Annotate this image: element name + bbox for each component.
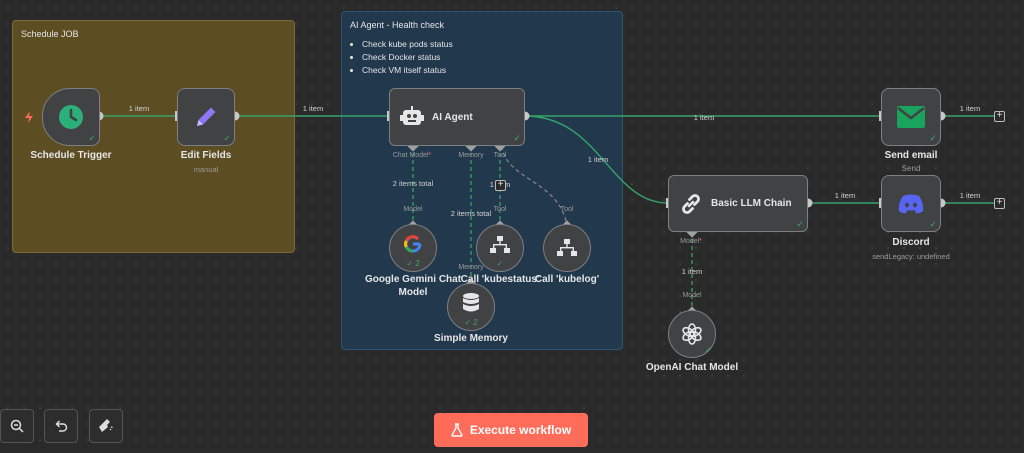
port-label: Model [682, 292, 702, 299]
node-label: Edit Fields [180, 150, 232, 161]
run-count-badge: ✓ 2 [406, 259, 420, 268]
port-label: Model [403, 206, 423, 213]
node-label: Basic LLM Chain [711, 198, 792, 209]
success-check-icon: ✓ [496, 259, 504, 268]
node-call-kubelog[interactable] [543, 224, 591, 272]
node-basic-llm-chain[interactable]: Basic LLM Chain ✓ [668, 175, 808, 232]
add-tool-button[interactable]: + [495, 180, 506, 191]
broom-icon [99, 419, 113, 432]
network-icon [490, 236, 510, 253]
clock-icon [59, 105, 83, 129]
discord-icon [898, 194, 924, 213]
port-label-tool: Tool [493, 152, 507, 159]
edge-label: 1 item [681, 267, 703, 276]
node-discord[interactable]: ✓ [881, 175, 941, 232]
node-header-label: Send [901, 164, 921, 173]
database-icon [463, 293, 479, 312]
port-label: Tool [560, 206, 574, 213]
node-label: OpenAI Chat Model [645, 362, 739, 373]
success-check-icon: ✓ [704, 345, 712, 355]
chain-link-icon [682, 193, 700, 214]
network-icon [557, 239, 577, 256]
port-label: Tool [493, 206, 507, 213]
success-check-icon: ✓ [88, 133, 96, 143]
node-subtitle: manual [193, 165, 219, 174]
edge-label: 1 item [128, 104, 150, 113]
node-label: Discord [892, 237, 930, 248]
run-count-badge: ✓ 2 [464, 318, 478, 327]
google-icon [404, 235, 422, 253]
edge-label: 1 item [959, 104, 981, 113]
node-label-line1: Google Gemini Chat [364, 274, 462, 285]
success-check-icon: ✓ [513, 133, 521, 143]
node-label: Call 'kubelog' [534, 274, 600, 285]
edge-kubelog-agent [501, 145, 568, 227]
port-label-model: Model* [680, 238, 702, 245]
sticky-title: AI Agent - Health check [350, 20, 445, 30]
edge-agent-chain [524, 115, 669, 204]
port-label-memory: Memory [458, 152, 484, 159]
undo-icon [55, 420, 68, 432]
execute-workflow-label: Execute workflow [469, 423, 572, 437]
node-call-kubestatus[interactable]: ✓ [476, 224, 524, 272]
bullet-item: Check Docker status [362, 51, 453, 64]
bullet-item: Check kube pods status [362, 38, 453, 51]
edge-label: 1 item [693, 113, 715, 122]
sticky-bullets: Check kube pods status Check Docker stat… [348, 38, 453, 77]
node-ai-agent[interactable]: AI Agent ✓ [389, 88, 525, 146]
add-node-button[interactable]: + [994, 111, 1005, 122]
node-subtitle: sendLegacy: undefined [872, 252, 950, 261]
undo-button[interactable] [44, 409, 78, 443]
sticky-title: Schedule JOB [21, 29, 79, 39]
flask-icon [451, 423, 463, 437]
success-check-icon: ✓ [929, 133, 937, 143]
node-schedule-trigger[interactable]: ✓ [42, 88, 100, 146]
success-check-icon: ✓ [796, 219, 804, 229]
openai-icon [682, 323, 702, 345]
pencil-icon [197, 107, 216, 126]
node-label: AI Agent [432, 111, 473, 123]
zoom-out-icon [10, 419, 24, 433]
node-label: Send email [884, 150, 938, 161]
node-label: Simple Memory [434, 333, 508, 344]
edge-label: 1 item [587, 155, 609, 164]
edge-label: 2 items total [450, 209, 492, 218]
bullet-item: Check VM itself status [362, 64, 453, 77]
success-check-icon: ✓ [223, 133, 231, 143]
node-label-line2: Model [398, 287, 428, 298]
node-edit-fields[interactable]: ✓ [177, 88, 235, 146]
node-openai-chat-model[interactable]: ✓ [668, 310, 716, 358]
node-send-email[interactable]: ✓ [881, 88, 941, 146]
port-label: Memory [458, 264, 484, 271]
edge-label: 1 item [302, 104, 324, 113]
node-google-gemini[interactable]: ✓ 2 [389, 224, 437, 272]
zoom-out-button[interactable] [0, 409, 34, 443]
lightning-icon [25, 111, 33, 123]
execute-workflow-button[interactable]: Execute workflow [434, 413, 588, 447]
edge-label: 2 items total [392, 179, 434, 188]
node-label-line1: Call 'kubestatus' [460, 274, 540, 285]
node-label: Schedule Trigger [30, 150, 112, 161]
edge-label: 1 item [834, 191, 856, 200]
edge-label: 1 item [959, 191, 981, 200]
add-node-button[interactable]: + [994, 198, 1005, 209]
robot-icon [400, 106, 424, 125]
node-simple-memory[interactable]: ✓ 2 [447, 283, 495, 331]
port-label-chat-model: Chat Model* [392, 152, 432, 159]
envelope-icon [897, 106, 925, 128]
success-check-icon: ✓ [929, 219, 937, 229]
tidy-up-button[interactable] [89, 409, 123, 443]
